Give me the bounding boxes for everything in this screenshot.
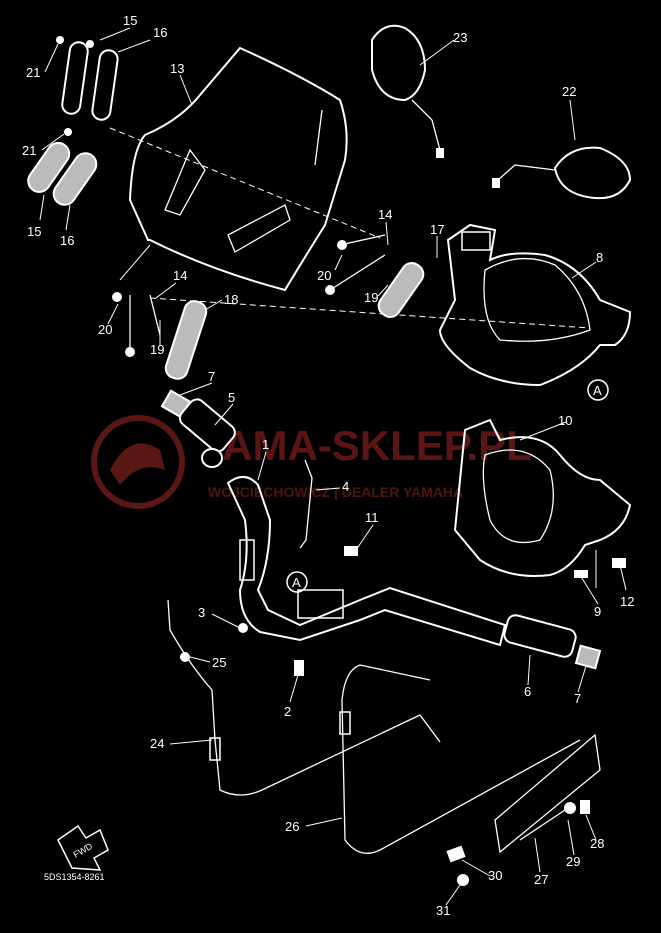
callout-7a: 7 bbox=[208, 369, 215, 384]
cowl-bracket-8 bbox=[438, 223, 632, 387]
watermark-main: YAMA-SKLEP.PL bbox=[198, 422, 532, 469]
callout-19b: 19 bbox=[150, 342, 164, 357]
callout-21a: 21 bbox=[26, 65, 40, 80]
strap bbox=[299, 459, 313, 549]
ref-a-lower: A bbox=[292, 575, 301, 590]
callout-28: 28 bbox=[590, 836, 604, 851]
callout-13: 13 bbox=[170, 61, 184, 76]
mirror-right bbox=[492, 146, 632, 200]
cables bbox=[167, 599, 581, 854]
callout-24: 24 bbox=[150, 736, 164, 751]
cowl-bracket-10 bbox=[453, 418, 632, 577]
ref-mark-a-lower: A bbox=[286, 571, 308, 593]
grip-left bbox=[160, 389, 236, 468]
fwd-label: FWD bbox=[71, 841, 94, 860]
callout-2: 2 bbox=[284, 704, 291, 719]
callout-30: 30 bbox=[488, 868, 502, 883]
callout-6: 6 bbox=[524, 684, 531, 699]
callout-8: 8 bbox=[596, 250, 603, 265]
callout-3: 3 bbox=[198, 605, 205, 620]
callout-26: 26 bbox=[285, 819, 299, 834]
watermark-sub: WOJCIECHOWICZ | DEALER YAMAHA bbox=[208, 484, 463, 500]
callout-15a: 15 bbox=[123, 13, 137, 28]
cable-holder bbox=[446, 845, 466, 863]
callout-16a: 16 bbox=[153, 25, 167, 40]
diagram-code: 5DS1354-8261 bbox=[44, 872, 105, 882]
bolts-right bbox=[325, 234, 386, 295]
leader-lines bbox=[39, 27, 627, 906]
forward-arrow: FWD bbox=[57, 824, 109, 871]
bolt-9 bbox=[574, 570, 588, 578]
callout-1: 1 bbox=[262, 437, 269, 452]
adjuster-inset bbox=[494, 733, 601, 854]
callout-22: 22 bbox=[562, 84, 576, 99]
callout-14b: 14 bbox=[173, 268, 187, 283]
callout-31: 31 bbox=[436, 903, 450, 918]
callout-14a: 14 bbox=[378, 207, 392, 222]
bolt-11 bbox=[344, 546, 358, 556]
callout-5: 5 bbox=[228, 390, 235, 405]
screw-25 bbox=[180, 652, 190, 662]
mirror-left bbox=[371, 24, 444, 158]
grip-right bbox=[503, 614, 577, 658]
callout-23: 23 bbox=[453, 30, 467, 45]
ref-mark-a-upper: A bbox=[587, 379, 609, 401]
pad-17 bbox=[377, 262, 425, 318]
callout-12: 12 bbox=[620, 594, 634, 609]
callout-29: 29 bbox=[566, 854, 580, 869]
grip-end-right bbox=[574, 644, 602, 670]
washer-3 bbox=[238, 623, 248, 633]
callout-19a: 19 bbox=[364, 290, 378, 305]
bolt-2 bbox=[294, 660, 304, 676]
callout-25: 25 bbox=[212, 655, 226, 670]
bolt-12 bbox=[612, 558, 626, 568]
windshield bbox=[128, 46, 348, 292]
callout-20b: 20 bbox=[98, 322, 112, 337]
callout-18: 18 bbox=[224, 292, 238, 307]
callout-7b: 7 bbox=[574, 691, 581, 706]
callout-27: 27 bbox=[534, 872, 548, 887]
callout-21b: 21 bbox=[22, 143, 36, 158]
callout-10: 10 bbox=[558, 413, 572, 428]
lower-pads bbox=[27, 128, 98, 206]
callout-16b: 16 bbox=[60, 233, 74, 248]
bolts-left bbox=[112, 292, 161, 357]
callouts: 15 16 21 13 21 15 16 23 22 8 14 17 20 19… bbox=[22, 13, 634, 918]
ref-a-upper: A bbox=[593, 383, 602, 398]
handlebar bbox=[226, 476, 507, 647]
callout-11: 11 bbox=[365, 510, 379, 525]
pad-18 bbox=[164, 300, 208, 380]
dealer-watermark: YAMA-SKLEP.PL WOJCIECHOWICZ | DEALER YAM… bbox=[91, 415, 532, 509]
upper-brackets bbox=[56, 36, 119, 121]
screw-31 bbox=[457, 874, 469, 886]
callout-4: 4 bbox=[342, 479, 349, 494]
callout-20a: 20 bbox=[317, 268, 331, 283]
callout-15b: 15 bbox=[27, 224, 41, 239]
callout-9: 9 bbox=[594, 604, 601, 619]
callout-17: 17 bbox=[430, 222, 444, 237]
